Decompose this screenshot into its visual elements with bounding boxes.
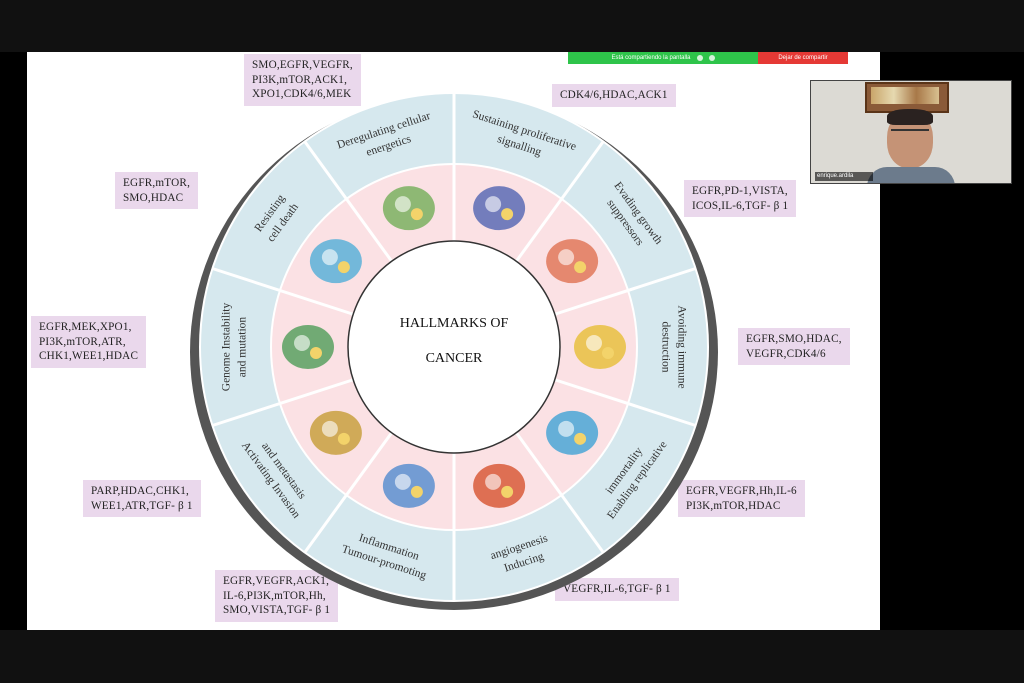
shared-slide: SMO,EGFR,VEGFR, PI3K,mTOR,ACK1, XPO1,CDK… bbox=[27, 52, 880, 630]
sector-divider bbox=[515, 140, 605, 263]
targets-invasion-box: EGFR,VEGFR,ACK1, IL-6,PI3K,mTOR,Hh, SMO,… bbox=[215, 570, 339, 622]
cell-cluster-icon bbox=[546, 410, 599, 455]
targets-genome-box: PARP,HDAC,CHK1, WEE1,ATR,TGF- β 1 bbox=[83, 480, 201, 517]
wall-painting bbox=[865, 82, 949, 113]
participant-name-label: enrique.ardila bbox=[815, 172, 873, 181]
label-immune-line1: Avoiding immune bbox=[675, 305, 687, 388]
label-genome-line2: and mutation bbox=[237, 317, 249, 378]
targets-immune-box: EGFR,PD-1,VISTA, ICOS,IL-6,TGF- β 1 bbox=[684, 180, 797, 217]
label-immune-line2: destruction bbox=[659, 321, 671, 372]
pause-share-icon[interactable] bbox=[696, 55, 703, 61]
mitochondrion-icon bbox=[382, 186, 435, 231]
sharing-status-text: Está compartiendo la pantalla bbox=[611, 55, 691, 61]
center-title-line1: HALLMARKS OF bbox=[400, 316, 509, 331]
signalling-cell-icon bbox=[473, 186, 526, 231]
participant-glasses bbox=[891, 129, 929, 138]
targets-proliferative-box: SMO,EGFR,VEGFR, PI3K,mTOR,ACK1, XPO1,CDK… bbox=[244, 54, 361, 106]
meeting-top-bar bbox=[0, 0, 1024, 52]
stop-sharing-label: Dejar de compartir bbox=[778, 55, 828, 61]
targets-cell-death-box: EGFR,MEK,XPO1, PI3K,mTOR,ATR, CHK1,WEE1,… bbox=[31, 316, 147, 368]
targets-growth-box: CDK4/6,HDAC,ACK1 bbox=[552, 84, 676, 107]
sector-divider bbox=[515, 431, 605, 554]
stop-sharing-button[interactable]: Dejar de compartir bbox=[758, 52, 848, 64]
annotate-icon[interactable] bbox=[708, 55, 715, 61]
sector-divider bbox=[554, 378, 697, 427]
blood-vessel-icon bbox=[473, 463, 526, 508]
targets-angiogenesis-box: EGFR,VEGFR,Hh,IL-6 PI3K,mTOR,HDAC bbox=[678, 480, 805, 517]
dna-strand-icon bbox=[282, 325, 334, 369]
participant-hair bbox=[887, 109, 933, 125]
label-genome-line1: Genome Instability bbox=[221, 303, 233, 392]
sector-divider bbox=[303, 431, 393, 554]
sector-divider bbox=[303, 140, 393, 263]
center-title-line2: CANCER bbox=[426, 351, 483, 366]
hallmarks-wheel-diagram: HALLMARKS OF CANCER Sustaining prolifera… bbox=[190, 92, 718, 610]
sector-divider bbox=[554, 267, 697, 316]
participant-shirt bbox=[867, 167, 955, 183]
participant-video-tile[interactable]: enrique.ardila bbox=[810, 80, 1012, 184]
sharing-status: Está compartiendo la pantalla bbox=[568, 52, 758, 64]
meeting-bottom-bar bbox=[0, 630, 1024, 683]
sector-divider bbox=[211, 267, 354, 316]
invasion-tissue-icon bbox=[309, 410, 362, 455]
sector-divider bbox=[211, 378, 354, 427]
growth-suppressor-icon bbox=[546, 239, 599, 284]
center-circle bbox=[347, 240, 561, 454]
targets-immortality-box: EGFR,SMO,HDAC, VEGFR,CDK4/6 bbox=[738, 328, 850, 365]
targets-energetics-box: EGFR,mTOR, SMO,HDAC bbox=[115, 172, 199, 209]
targets-inflammation-box: VEGFR,IL-6,TGF- β 1 bbox=[555, 578, 679, 601]
screen-share-bar: Está compartiendo la pantalla Dejar de c… bbox=[568, 52, 848, 64]
neuron-cell-icon bbox=[309, 239, 362, 284]
inflammation-cells-icon bbox=[382, 463, 435, 508]
immune-cell-icon bbox=[574, 325, 626, 369]
